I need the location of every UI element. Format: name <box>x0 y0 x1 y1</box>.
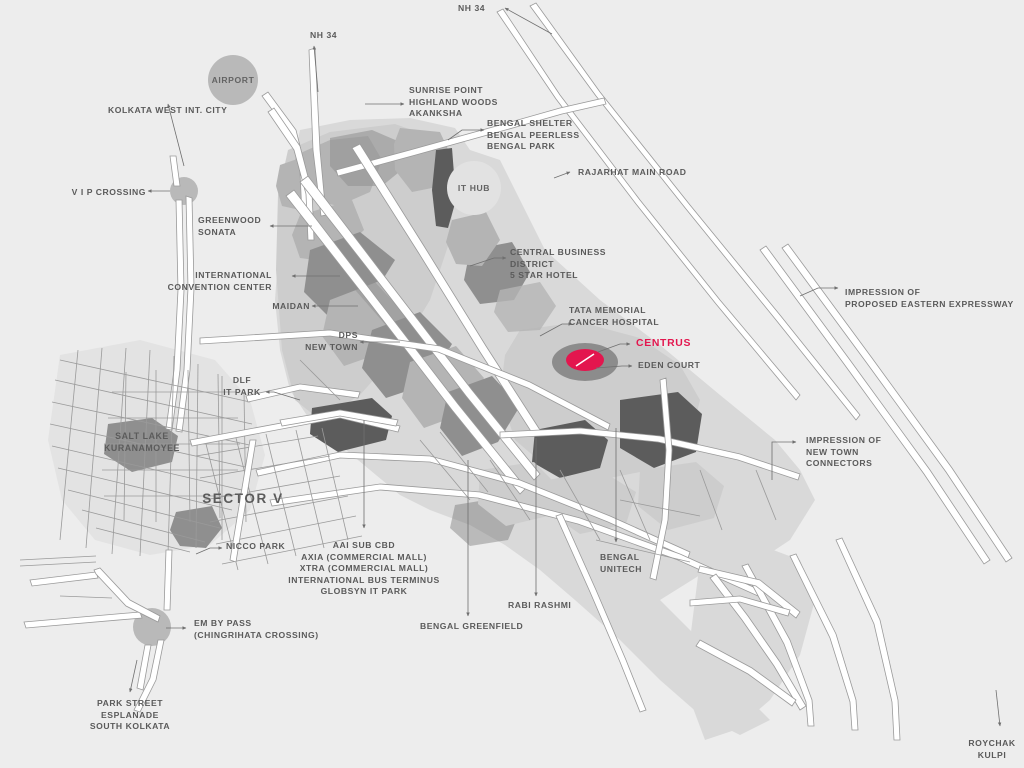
label-it-hub: IT HUB <box>457 183 491 193</box>
label-eden-court: EDEN COURT <box>638 360 701 370</box>
label-bengal-shelter: BENGAL SHELTER BENGAL PEERLESS BENGAL PA… <box>487 118 580 152</box>
label-dlf-it-park: DLF IT PARK <box>223 375 261 397</box>
label-maidan: MAIDAN <box>272 301 310 311</box>
label-bengal-unitech: BENGAL UNITECH <box>600 552 643 574</box>
label-impression-connectors: IMPRESSION OF NEW TOWN CONNECTORS <box>806 435 882 469</box>
it-hub-circle <box>447 161 501 215</box>
label-kolkata-west-int-city: KOLKATA WEST INT. CITY <box>108 105 228 115</box>
label-central-business-district: CENTRAL BUSINESS DISTRICT 5 STAR HOTEL <box>510 247 607 281</box>
airport-circle <box>208 55 258 105</box>
em-bypass-circle <box>133 608 171 646</box>
label-centrus: CENTRUS <box>636 338 692 349</box>
leader-lines <box>129 7 1002 727</box>
roads <box>19 2 1013 741</box>
label-salt-lake-kuranamoyee: SALT LAKE KURANAMOYEE <box>104 431 180 453</box>
label-nh34-top-right: NH 34 <box>458 3 486 13</box>
label-nh34-top-center: NH 34 <box>310 30 338 40</box>
label-aai-sub-cbd: AAI SUB CBD AXIA (COMMERCIAL MALL) XTRA … <box>288 540 440 597</box>
label-roychak-kulpi: ROYCHAK KULPI <box>968 738 1016 760</box>
label-em-bypass: EM BY PASS (CHINGRIHATA CROSSING) <box>194 618 319 640</box>
label-tata-memorial: TATA MEMORIAL CANCER HOSPITAL <box>569 305 660 327</box>
label-vip-crossing: V I P CROSSING <box>71 187 146 197</box>
label-rajarhat-main-road: RAJARHAT MAIN ROAD <box>578 167 687 177</box>
label-nicco-park: NICCO PARK <box>226 541 286 551</box>
label-greenwood-sonata: GREENWOOD SONATA <box>198 215 262 237</box>
label-sector-v: SECTOR V <box>202 491 284 506</box>
label-bengal-greenfield: BENGAL GREENFIELD <box>420 621 524 631</box>
centrus-marker[interactable] <box>552 343 618 381</box>
label-park-street: PARK STREET ESPLANADE SOUTH KOLKATA <box>89 698 171 732</box>
label-international-convention-center: INTERNATIONAL CONVENTION CENTER <box>167 270 272 292</box>
label-impression-expressway: IMPRESSION OF PROPOSED EASTERN EXPRESSWA… <box>845 287 1014 309</box>
label-dps-new-town: DPS NEW TOWN <box>305 330 358 352</box>
label-rabi-rashmi: RABI RASHMI <box>508 600 572 610</box>
label-airport: AIRPORT <box>211 75 255 85</box>
label-sunrise-point: SUNRISE POINT HIGHLAND WOODS AKANKSHA <box>409 85 498 119</box>
